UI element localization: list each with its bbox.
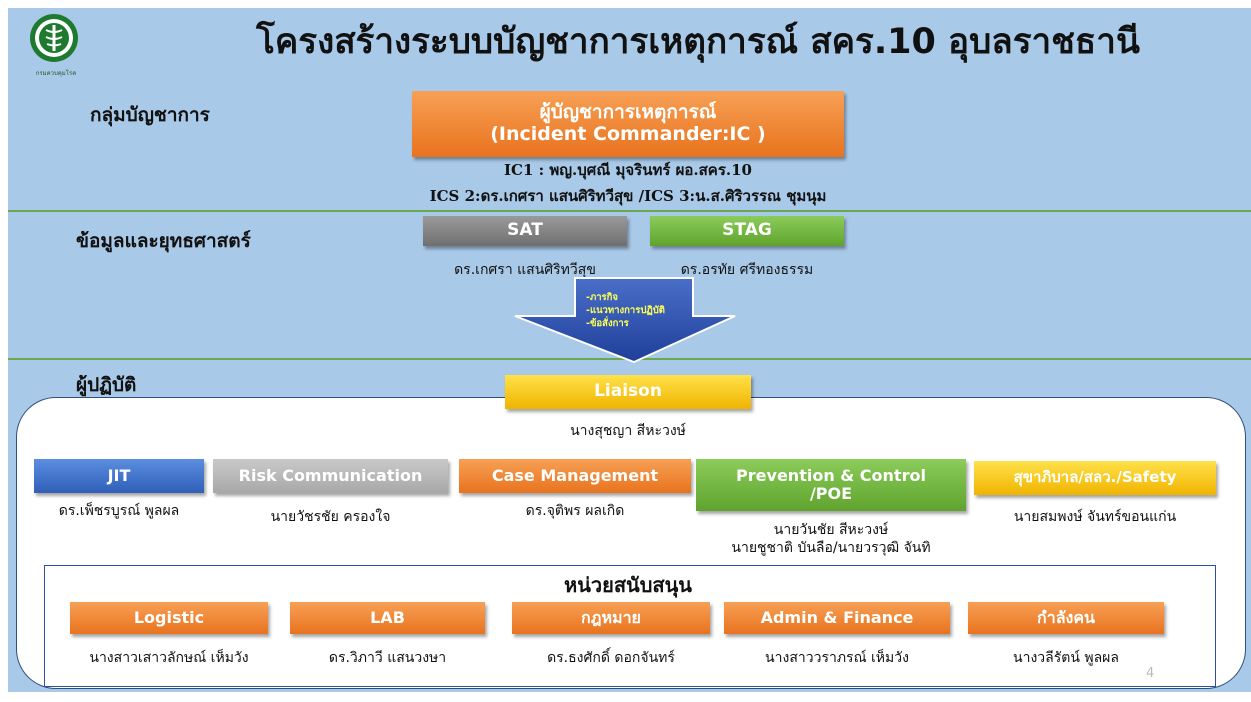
sat-label: SAT: [507, 220, 543, 241]
liaison-label: Liaison: [594, 381, 662, 402]
logo-caption: กรมควบคุมโรค: [35, 70, 77, 77]
liaison-box: Liaison: [505, 375, 751, 409]
admin-finance-person: นางสาววราภรณ์ เห็มวัง: [765, 650, 909, 666]
commander-title-th: ผู้บัญชาการเหตุการณ์: [539, 101, 717, 124]
slide: กรมควบคุมโรค โครงสร้างระบบบัญชาการเหตุกา…: [8, 8, 1251, 692]
sat-person: ดร.เกศรา แสนศิริทวีสุข: [454, 262, 596, 278]
lab-person: ดร.วิภาวี แสนวงษา: [328, 650, 447, 666]
sat-box: SAT: [423, 216, 627, 246]
stag-label: STAG: [722, 220, 772, 241]
legal-person: ดร.ธงศักดิ์ ดอกจันทร์: [547, 650, 675, 666]
arrow-item-mission: -ภารกิจ: [586, 292, 618, 303]
risk-communication-label: Risk Communication: [238, 465, 423, 485]
caduceus-emblem-icon: [22, 10, 86, 74]
manpower-box: กำลังคน: [968, 602, 1164, 634]
jit-person: ดร.เพ็ชรบูรณ์ พูลผล: [58, 503, 180, 519]
logistic-box: Logistic: [70, 602, 268, 634]
stag-person: ดร.อรทัย ศรีทองธรรม: [680, 262, 814, 278]
section-strategy-label: ข้อมูลและยุทธศาสตร์: [76, 230, 251, 252]
sanitation-safety-box: สุขาภิบาล/สลว./Safety: [974, 461, 1216, 495]
lab-label: LAB: [370, 607, 405, 627]
sanitation-safety-person: นายสมพงษ์ จันทร์ขอนแก่น: [1013, 509, 1177, 525]
case-management-label: Case Management: [491, 465, 659, 485]
directive-arrow-icon: [514, 277, 736, 364]
risk-communication-person: นายวัชรชัย ครองใจ: [270, 509, 391, 525]
manpower-label: กำลังคน: [1037, 607, 1095, 627]
arrow-item-orders: -ข้อสั่งการ: [586, 318, 629, 329]
commander-title-en: (Incident Commander:IC ): [490, 123, 766, 145]
manpower-person: นางวลีรัตน์ พูลผล: [1013, 650, 1119, 666]
lab-box: LAB: [290, 602, 485, 634]
case-management-box: Case Management: [459, 459, 691, 493]
legal-box: กฎหมาย: [512, 602, 710, 634]
jit-label: JIT: [107, 465, 131, 485]
page-title: โครงสร้างระบบบัญชาการเหตุการณ์ สคร.10 อุ…: [256, 22, 1140, 62]
admin-finance-label: Admin & Finance: [760, 607, 914, 627]
logistic-person: นางสาวเสาวลักษณ์ เห็มวัง: [89, 650, 249, 666]
sanitation-safety-label: สุขาภิบาล/สลว./Safety: [1013, 468, 1177, 487]
risk-communication-box: Risk Communication: [213, 459, 448, 493]
section-command-label: กลุ่มบัญชาการ: [90, 104, 210, 126]
prevention-control-label: Prevention & Control: [736, 465, 926, 485]
section-support-label: หน่วยสนับสนุน: [564, 573, 692, 597]
prevention-control-box: Prevention & Control /POE: [696, 459, 966, 511]
prevention-control-person2: นายชูชาติ บันลือ/นายวรวุฒิ จันทิ: [731, 540, 931, 556]
prevention-control-label2: /POE: [809, 484, 853, 503]
stag-box: STAG: [650, 216, 844, 246]
logistic-label: Logistic: [133, 607, 205, 627]
page-number: 4: [1146, 666, 1155, 681]
legal-label: กฎหมาย: [581, 607, 641, 627]
case-management-person: ดร.จุติพร ผลเกิด: [525, 503, 625, 519]
liaison-person: นางสุชญา สีหะวงษ์: [570, 423, 686, 439]
section-operations-label: ผู้ปฏิบัติ: [76, 374, 137, 396]
jit-box: JIT: [34, 459, 204, 493]
commander-ics: ICS 2:ดร.เกศรา แสนศิริทวีสุข /ICS 3:น.ส.…: [429, 187, 827, 205]
commander-ic1: IC1 : พญ.บุศณี มุจรินทร์ ผอ.สคร.10: [504, 161, 752, 179]
admin-finance-box: Admin & Finance: [724, 602, 950, 634]
prevention-control-person: นายวันชัย สีหะวงษ์: [773, 522, 889, 538]
arrow-item-guideline: -แนวทางการปฏิบัติ: [586, 305, 665, 316]
incident-commander-box: ผู้บัญชาการเหตุการณ์ (Incident Commander…: [412, 91, 844, 157]
divider-command: [8, 210, 1251, 212]
